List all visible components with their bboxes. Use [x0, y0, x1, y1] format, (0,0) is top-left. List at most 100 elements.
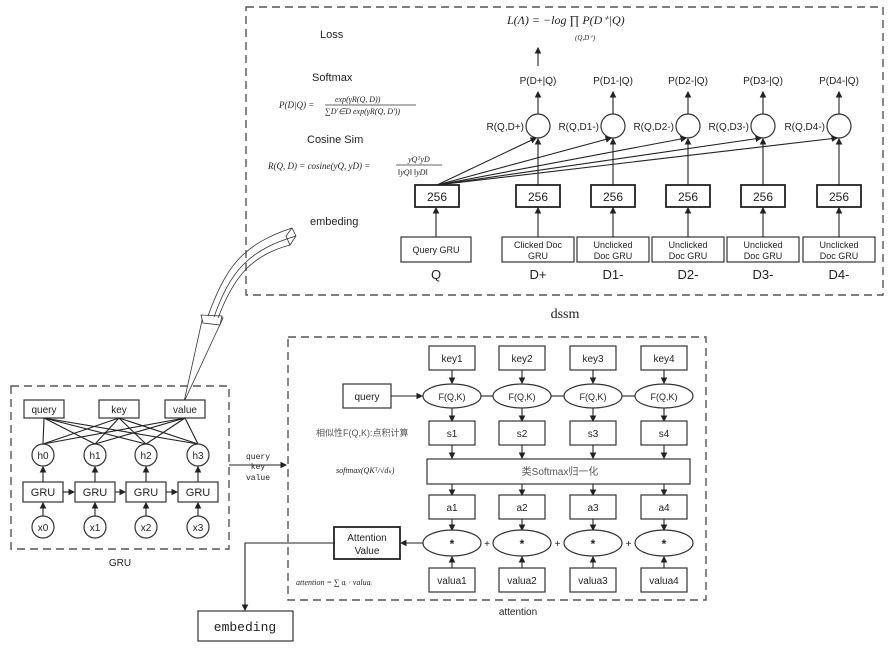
- loss-formula-text: L(Λ) = −log ∏ P(D⁺|Q): [506, 13, 625, 27]
- r-label: R(Q,D4-): [784, 122, 825, 133]
- gru-connection: [145, 417, 186, 445]
- plus-sign: +: [626, 539, 632, 550]
- svg-text:Attention: Attention: [347, 533, 386, 544]
- svg-text:*: *: [591, 537, 596, 551]
- svg-text:exp(γR(Q, D)): exp(γR(Q, D)): [335, 95, 381, 104]
- svg-text:a3: a3: [587, 503, 599, 514]
- svg-text:h1: h1: [89, 451, 101, 462]
- svg-text:x0: x0: [38, 523, 49, 534]
- query-label: Q: [431, 267, 441, 282]
- svg-text:query: query: [354, 392, 379, 403]
- svg-text:key3: key3: [582, 354, 604, 365]
- r-label: R(Q,D2-): [633, 122, 674, 133]
- zoom-funnel-icon: [183, 227, 297, 403]
- gru-connection: [118, 417, 147, 445]
- svg-text:F(Q,K): F(Q,K): [651, 392, 678, 402]
- svg-text:256: 256: [753, 190, 773, 204]
- similarity-node: [675, 113, 701, 139]
- attention-sum-formula: attention = ∑ aᵢ · valuaᵢ: [296, 578, 372, 587]
- r-label: R(Q,D3-): [708, 122, 749, 133]
- label-cosine: Cosine Sim: [307, 134, 363, 146]
- doc-label: D2-: [678, 267, 699, 282]
- svg-text:GRU: GRU: [31, 487, 56, 499]
- svg-text:Doc GRU: Doc GRU: [744, 251, 783, 261]
- query-gru-box: [400, 236, 472, 263]
- weight-box: [569, 494, 617, 520]
- svg-text:F(Q,K): F(Q,K): [439, 392, 466, 402]
- arrow: [436, 135, 763, 186]
- svg-text:valua1: valua1: [437, 576, 467, 587]
- similarity-node: [600, 113, 626, 139]
- softmax-normalize-box: [426, 458, 691, 485]
- value-box: [428, 567, 476, 593]
- svg-text:key4: key4: [653, 354, 675, 365]
- svg-text:*: *: [662, 537, 667, 551]
- weight-box: [498, 494, 546, 520]
- svg-text:value: value: [173, 405, 197, 416]
- svg-text:a4: a4: [658, 503, 670, 514]
- svg-text:类Softmax归一化: 类Softmax归一化: [522, 465, 599, 478]
- weight-box: [428, 494, 476, 520]
- svg-text:Unclicked: Unclicked: [668, 240, 707, 250]
- svg-text:query: query: [246, 453, 270, 462]
- doc-label: D3-: [753, 267, 774, 282]
- svg-text:256: 256: [678, 190, 698, 204]
- key-box: [640, 345, 688, 371]
- svg-text:P(D|Q) =: P(D|Q) =: [278, 100, 314, 110]
- svg-text:*: *: [450, 537, 455, 551]
- svg-text:R(Q, D) = cosine(yQ, yD) =: R(Q, D) = cosine(yQ, yD) =: [267, 161, 370, 171]
- svg-text:∑D′∈D exp(γR(Q, D′)): ∑D′∈D exp(γR(Q, D′)): [325, 107, 400, 116]
- score-box: [498, 420, 546, 446]
- doc-gru-box: [726, 236, 800, 263]
- doc-label: D1-: [603, 267, 624, 282]
- svg-text:s3: s3: [588, 429, 599, 440]
- doc-gru-box: [576, 236, 650, 263]
- label-embeding: embeding: [310, 216, 358, 228]
- gru-connection: [118, 417, 199, 445]
- gru-connection: [43, 417, 147, 445]
- plus-sign: +: [484, 539, 490, 550]
- label-loss: Loss: [320, 29, 344, 41]
- gru-to-attention-link: query key value: [229, 453, 288, 483]
- gru-connection: [42, 417, 45, 445]
- score-box: [640, 420, 688, 446]
- svg-text:h2: h2: [140, 451, 152, 462]
- input-node: [31, 515, 55, 539]
- score-box: [569, 420, 617, 446]
- svg-text:key: key: [111, 405, 127, 416]
- svg-text:Clicked Doc: Clicked Doc: [514, 240, 563, 250]
- loss-formula: L(Λ) = −log ∏ P(D⁺|Q) (Q,D⁺): [506, 13, 625, 42]
- svg-text:256: 256: [528, 190, 548, 204]
- svg-text:F(Q,K): F(Q,K): [580, 392, 607, 402]
- svg-text:s4: s4: [659, 429, 670, 440]
- svg-text:h0: h0: [37, 451, 49, 462]
- weight-box: [640, 494, 688, 520]
- dssm-border: [245, 6, 884, 296]
- input-node: [83, 515, 107, 539]
- svg-text:Doc GRU: Doc GRU: [594, 251, 633, 261]
- loss-formula-sub: (Q,D⁺): [575, 34, 596, 42]
- svg-text:GRU: GRU: [134, 487, 159, 499]
- svg-text:a2: a2: [516, 503, 528, 514]
- input-node: [186, 515, 210, 539]
- attention-panel: query 相似性F(Q,K):点积计算 softmax(QKᵀ/√dₖ) at…: [287, 336, 707, 601]
- svg-text:s2: s2: [517, 429, 528, 440]
- svg-text:x1: x1: [90, 523, 101, 534]
- svg-text:query: query: [31, 405, 56, 416]
- svg-text:key1: key1: [441, 354, 463, 365]
- svg-text:GRU: GRU: [528, 251, 548, 261]
- svg-text:Doc GRU: Doc GRU: [669, 251, 708, 261]
- svg-text:F(Q,K): F(Q,K): [509, 392, 536, 402]
- p-label: P(D4-|Q): [819, 76, 859, 87]
- value-box: [640, 567, 688, 593]
- svg-text:256: 256: [829, 190, 849, 204]
- svg-text:Unclicked: Unclicked: [743, 240, 782, 250]
